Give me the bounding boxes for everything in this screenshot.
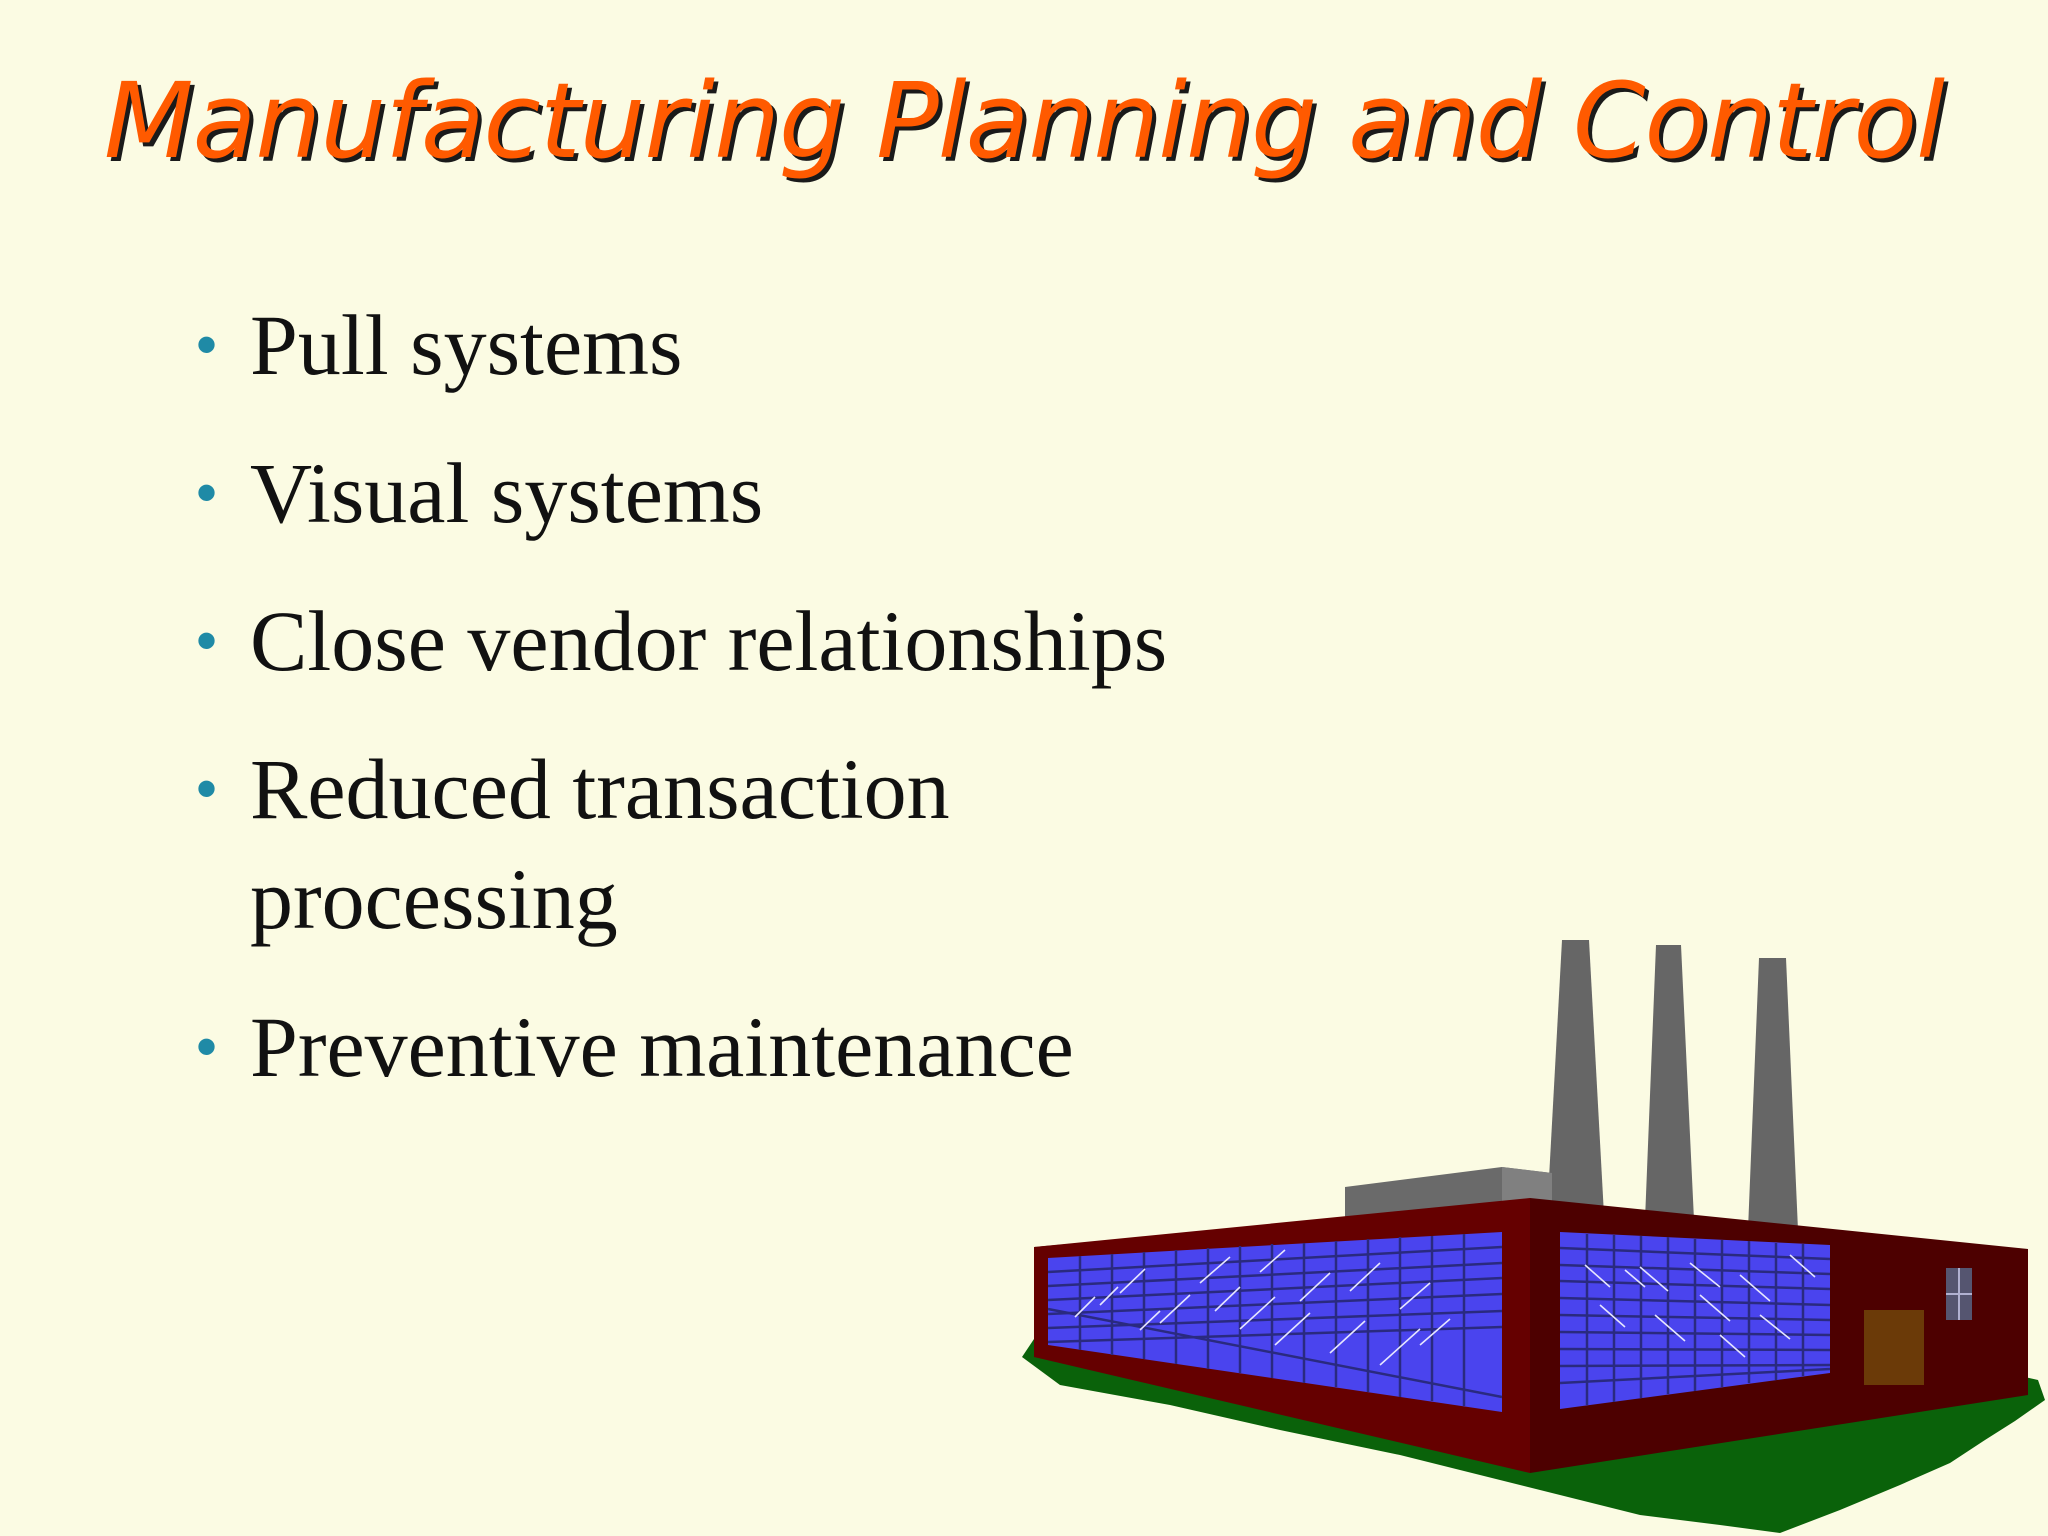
bullet-text: Close vendor relationships <box>250 593 1168 689</box>
bullet-dot-icon: • <box>196 311 218 378</box>
smokestack-right-icon <box>1748 958 1798 1230</box>
bullet-dot-icon: • <box>196 755 218 822</box>
bullet-item: • Close vendor relationships <box>196 586 1396 696</box>
smokestack-middle-icon <box>1645 945 1694 1220</box>
bullet-text: Visual systems <box>250 445 764 541</box>
bullet-dot-icon: • <box>196 1013 218 1080</box>
bullet-item: • Pull systems <box>196 290 1396 400</box>
smokestack-left-icon <box>1547 940 1604 1215</box>
bullet-text: Pull systems <box>250 297 683 393</box>
bullet-item: • Reduced transaction processing <box>196 734 1070 954</box>
bullet-dot-icon: • <box>196 459 218 526</box>
slide-title: Manufacturing Planning and Control <box>103 60 1945 182</box>
door <box>1864 1310 1924 1385</box>
bullet-item: • Preventive maintenance <box>196 992 1396 1102</box>
factory-icon <box>1022 940 2045 1533</box>
bullet-text: Preventive maintenance <box>250 999 1074 1095</box>
window-left <box>1048 1232 1502 1412</box>
bullet-text: Reduced transaction processing <box>250 741 950 947</box>
bullet-item: • Visual systems <box>196 438 1396 548</box>
bullet-list: • Pull systems • Visual systems • Close … <box>196 290 1396 1140</box>
bullet-dot-icon: • <box>196 607 218 674</box>
